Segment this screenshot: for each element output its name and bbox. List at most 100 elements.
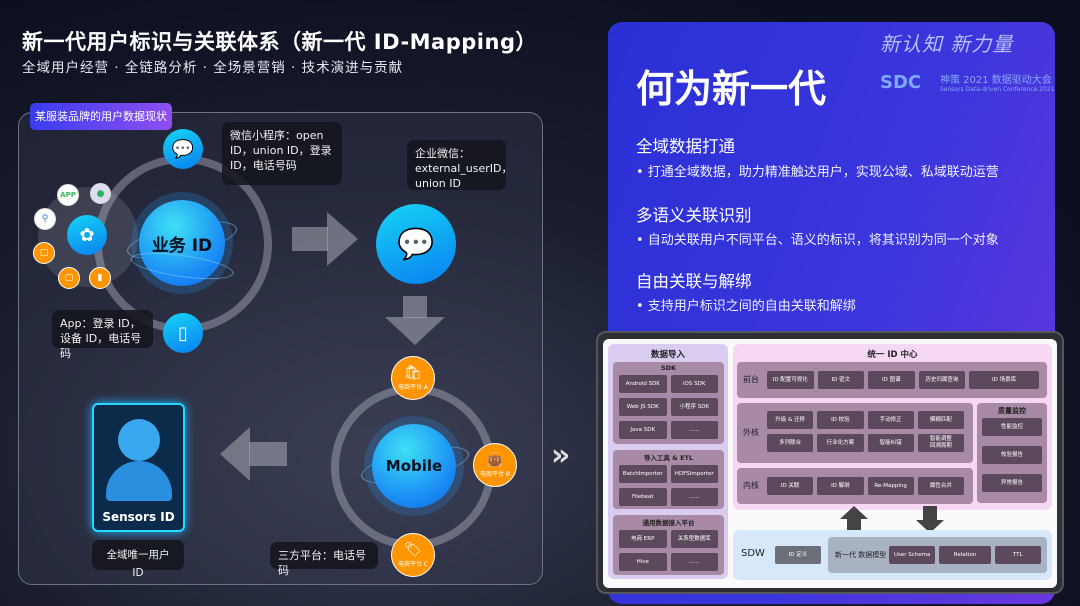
- arrow-down-head: [385, 317, 445, 345]
- wecom-icon[interactable]: 💬: [376, 204, 456, 284]
- module-box: 模糊匹配: [917, 411, 964, 429]
- bag-icon: □: [33, 242, 55, 264]
- module-box: 行业化方案: [817, 434, 864, 452]
- id-center-title: 统一 ID 中心: [867, 350, 918, 360]
- module-box: 智能纠错: [867, 434, 914, 452]
- module-box: 属性合并: [917, 477, 964, 495]
- module-box: ......: [670, 488, 718, 506]
- chevron-right-icon: »: [551, 438, 571, 473]
- sdc-logo: SDC: [880, 72, 922, 93]
- app-cluster-icon[interactable]: ✿: [67, 215, 107, 255]
- module-box: 手动修正: [867, 411, 914, 429]
- unique-id-label: 全域唯一用户 ID: [92, 540, 184, 579]
- module-box: 异常报告: [982, 474, 1042, 492]
- module-box: ......: [670, 421, 718, 439]
- module-box: ID 场景库: [969, 371, 1039, 389]
- arrow-left-head: [220, 427, 250, 481]
- module-box: 关系型数据库: [670, 530, 718, 548]
- page-subtitle: 全域用户经营 · 全链路分析 · 全场景营销 · 技术演进与贡献: [22, 60, 404, 76]
- module-box: ID 密文: [817, 371, 865, 389]
- id-definition-box: ID 定义: [775, 546, 821, 564]
- sdw-label: SDW: [741, 548, 765, 559]
- conference-en: Sensors Data-driven Conference 2021: [940, 86, 1055, 93]
- core-label: 内核: [743, 481, 759, 490]
- quality-label: 质量监控: [998, 407, 1026, 415]
- arrow-down-icon: [403, 296, 427, 318]
- platform-b-label: 电商平台 B: [479, 471, 511, 478]
- tag-icon: ▮: [89, 267, 111, 289]
- module-box: ID 校验: [817, 411, 864, 429]
- platform-c-icon[interactable]: 🏷电商平台 C: [391, 533, 435, 577]
- app-small-label: APP: [60, 191, 76, 199]
- arrow-left-icon: [249, 442, 287, 466]
- module-box: User Schema: [889, 546, 936, 564]
- module-box: ID 解绑: [817, 477, 864, 495]
- module-box: 校验报告: [982, 446, 1042, 464]
- quality-layer: 质量监控 性能监控校验报告异常报告: [977, 403, 1047, 503]
- section-heading: 何为新一代: [636, 67, 827, 111]
- wechat-bubble: 微信小程序：open ID，union ID，登录 ID，电话号码: [222, 122, 342, 185]
- mobile-sphere: Mobile: [372, 424, 456, 508]
- module-box: HDFSImporter: [670, 465, 718, 483]
- platform-title: 通用数据接入平台: [642, 519, 695, 527]
- app-small-icon: APP: [57, 184, 79, 206]
- wechat-icon[interactable]: 💬: [163, 129, 203, 169]
- third-party-bubble: 三方平台：电话号码: [270, 542, 378, 577]
- feature-title: 自由关联与解绑: [636, 272, 752, 291]
- biz-id-label: 业务 ID: [151, 235, 213, 256]
- module-box: ID 图谱: [868, 371, 915, 389]
- feature-bullet: • 支持用户标识之间的自由关联和解绑: [636, 299, 856, 314]
- platform-b-icon[interactable]: 👜电商平台 B: [473, 443, 517, 487]
- module-box: ID 关联: [767, 477, 814, 495]
- arrow-down-stem: [923, 506, 937, 520]
- module-box: ......: [670, 553, 718, 571]
- module-box: BatchImporter: [619, 465, 667, 483]
- feature-bullet: • 打通全域数据，助力精准触达用户，实现公域、私域联动运营: [636, 165, 999, 180]
- search-small-icon: ⚲: [34, 208, 56, 230]
- arrow-right-icon: [292, 227, 328, 251]
- slogan-logo: 新认知 新力量: [880, 28, 1013, 57]
- conference-cn: 神策 2021 数据驱动大会: [940, 75, 1052, 86]
- arrow-up-icon: [840, 506, 868, 519]
- outer-label: 外核: [743, 428, 759, 437]
- front-label: 前台: [743, 375, 759, 384]
- sensors-id-label: Sensors ID: [102, 510, 175, 524]
- module-box: iOS SDK: [670, 375, 718, 393]
- sensors-id-card: Sensors ID: [92, 403, 185, 532]
- slogan-text: 新认知 新力量: [880, 32, 1014, 56]
- module-box: 智能调整 回溯周期: [917, 434, 964, 452]
- module-box: 历史归属查询: [918, 371, 966, 389]
- feature-title: 多语义关联识别: [636, 206, 752, 225]
- module-box: 性能监控: [982, 418, 1042, 436]
- page-title: 新一代用户标识与关联体系（新一代 ID-Mapping）: [22, 30, 537, 54]
- arrow-right-head: [327, 212, 358, 266]
- module-box: ID 配置可视化: [767, 371, 814, 389]
- sdk-title: SDK: [660, 364, 677, 372]
- feature-title: 全域数据打通: [636, 137, 735, 156]
- platform-a-icon[interactable]: 🛍电商平台 A: [391, 356, 435, 400]
- panel-badge: 某服装品牌的用户数据现状: [30, 103, 172, 130]
- basket-icon: ▢: [58, 267, 80, 289]
- mobile-app-icon[interactable]: ▯: [163, 313, 203, 353]
- platform-c-label: 电商平台 C: [397, 561, 429, 568]
- module-box: TTL: [994, 546, 1041, 564]
- module-box: Re-Mapping: [867, 477, 914, 495]
- app-bubble: App：登录 ID，设备 ID，电话号码: [52, 310, 153, 360]
- chat-small-icon: ●: [90, 183, 111, 204]
- data-model-label: 新一代 数据模型: [835, 551, 887, 559]
